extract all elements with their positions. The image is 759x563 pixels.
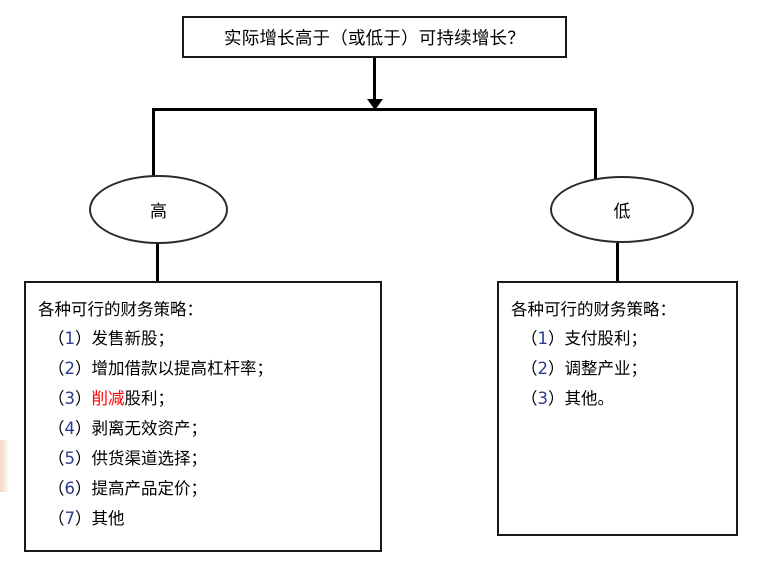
list-item-text: 供货渠道选择； <box>91 449 208 468</box>
connector-drop-left <box>152 108 155 183</box>
list-item-text: 股利； <box>124 389 175 408</box>
list-item-paren-open: （ <box>521 359 538 378</box>
list-item: （2）调整产业； <box>521 354 736 384</box>
list-item: （6）提高产品定价； <box>48 474 380 504</box>
list-item-paren-open: （ <box>521 329 538 348</box>
list-item-text: 剥离无效资产； <box>91 419 208 438</box>
list-item-text: 支付股利； <box>564 329 648 348</box>
list-item-paren-close: ） <box>75 509 92 528</box>
list-item-number: 1 <box>64 329 76 348</box>
list-item-text: 增加借款以提高杠杆率； <box>91 359 274 378</box>
list-item: （3）削减股利； <box>48 384 380 414</box>
list-item-paren-close: ） <box>75 479 92 498</box>
connector-ellipse-to-box-right <box>616 238 619 283</box>
strategy-box-low: 各种可行的财务策略： （1）支付股利；（2）调整产业；（3）其他。 <box>497 281 738 536</box>
connector-drop-right <box>594 108 597 180</box>
list-item-text: 发售新股； <box>91 329 175 348</box>
list-item-text: 调整产业； <box>564 359 648 378</box>
list-item-number: 1 <box>537 329 549 348</box>
list-item: （2）增加借款以提高杠杆率； <box>48 354 380 384</box>
list-item-number: 4 <box>64 419 76 438</box>
list-item: （5）供货渠道选择； <box>48 444 380 474</box>
arrowhead-down-icon <box>367 99 383 110</box>
list-item-highlight-text: 削减 <box>91 389 125 408</box>
list-item: （1）支付股利； <box>521 324 736 354</box>
ellipse-high: 高 <box>89 175 228 244</box>
connector-branch-bar <box>152 108 597 111</box>
strategy-heading-low: 各种可行的财务策略： <box>511 300 676 319</box>
page-edge-artifact <box>0 440 9 492</box>
connector-ellipse-to-box-left <box>156 239 159 283</box>
list-item-number: 3 <box>537 389 549 408</box>
ellipse-low-label: 低 <box>613 202 631 222</box>
list-item-paren-open: （ <box>48 449 65 468</box>
list-item-paren-open: （ <box>521 389 538 408</box>
list-item-paren-open: （ <box>48 419 65 438</box>
list-item-number: 7 <box>64 509 76 528</box>
list-item-number: 3 <box>64 389 76 408</box>
list-item-paren-close: ） <box>75 359 92 378</box>
list-item-paren-close: ） <box>75 389 92 408</box>
list-item-number: 2 <box>64 359 76 378</box>
list-item: （7）其他 <box>48 504 380 534</box>
list-item-text: 其他。 <box>564 389 615 408</box>
strategy-list-high: （1）发售新股；（2）增加借款以提高杠杆率；（3）削减股利；（4）剥离无效资产；… <box>26 324 380 534</box>
strategy-box-high: 各种可行的财务策略： （1）发售新股；（2）增加借款以提高杠杆率；（3）削减股利… <box>24 281 382 552</box>
ellipse-low: 低 <box>550 176 694 243</box>
strategy-list-low: （1）支付股利；（2）调整产业；（3）其他。 <box>499 324 736 414</box>
strategy-heading-high: 各种可行的财务策略： <box>38 300 203 319</box>
list-item-paren-close: ） <box>75 449 92 468</box>
list-item: （1）发售新股； <box>48 324 380 354</box>
list-item-paren-close: ） <box>75 419 92 438</box>
list-item-text: 提高产品定价； <box>91 479 208 498</box>
list-item-text: 其他 <box>91 509 125 528</box>
ellipse-high-label: 高 <box>150 202 167 222</box>
list-item-paren-open: （ <box>48 509 65 528</box>
list-item-paren-close: ） <box>75 329 92 348</box>
list-item-paren-close: ） <box>548 359 565 378</box>
list-item: （4）剥离无效资产； <box>48 414 380 444</box>
list-item-number: 2 <box>537 359 549 378</box>
question-text: 实际增长高于（或低于）可持续增长？ <box>224 28 525 49</box>
list-item-paren-open: （ <box>48 359 65 378</box>
list-item-paren-open: （ <box>48 479 65 498</box>
list-item-paren-open: （ <box>48 389 65 408</box>
question-box: 实际增长高于（或低于）可持续增长？ <box>182 16 567 58</box>
list-item-paren-open: （ <box>48 329 65 348</box>
list-item: （3）其他。 <box>521 384 736 414</box>
list-item-paren-close: ） <box>548 389 565 408</box>
list-item-number: 6 <box>64 479 76 498</box>
connector-stem-down <box>373 58 376 102</box>
list-item-number: 5 <box>64 449 76 468</box>
list-item-paren-close: ） <box>548 329 565 348</box>
